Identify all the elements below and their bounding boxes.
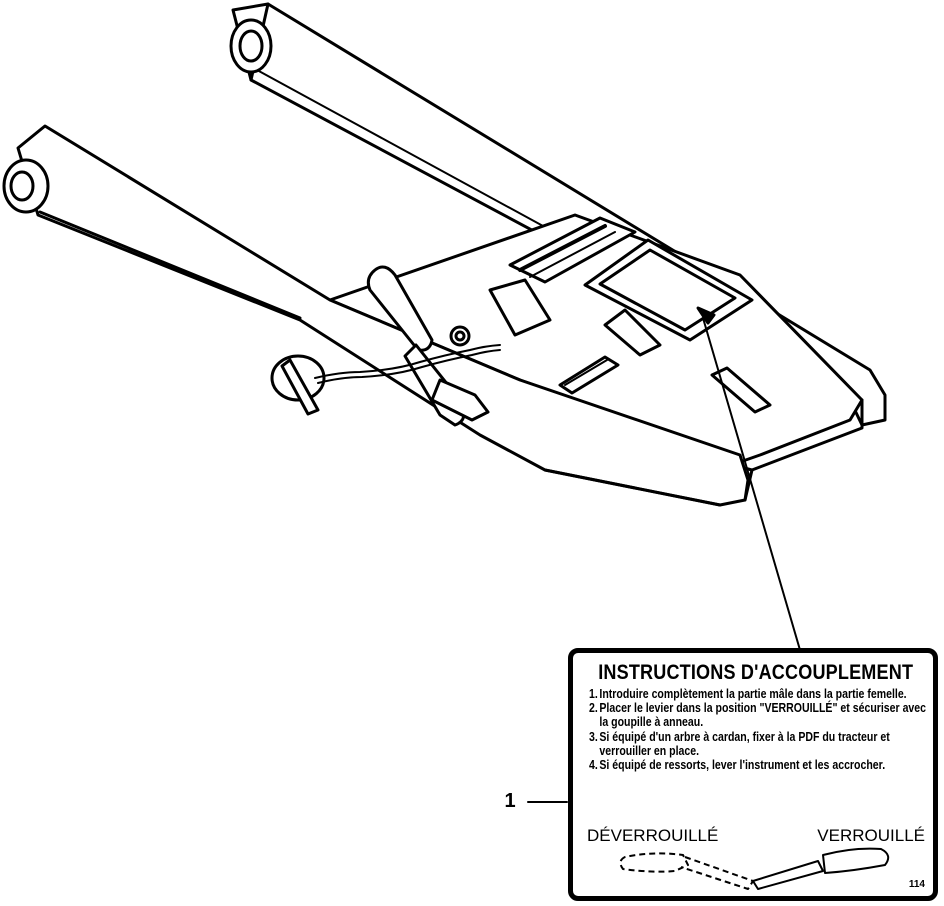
leader-arrow-icon — [696, 306, 716, 325]
instruction-step: 1. Introduire complètement la partie mâl… — [589, 686, 929, 701]
front-arm-pin-icon — [2, 158, 50, 214]
lever-locked-icon — [752, 847, 890, 890]
frame-decal-name — [508, 216, 637, 284]
chain-icon — [314, 344, 501, 384]
step-text: Placer le levier dans la position "VERRO… — [599, 700, 927, 730]
decal-title: INSTRUCTIONS D'ACCOUPLEMENT — [598, 661, 914, 684]
instruction-steps: 1. Introduire complètement la partie mâl… — [589, 686, 929, 773]
locking-lever-icon — [366, 265, 490, 427]
lever-unlocked-icon — [619, 852, 754, 890]
step-text: Si équipé d'un arbre à cardan, fixer à l… — [599, 728, 890, 758]
decal-code: 114 — [908, 879, 925, 890]
lever-positions-graphic — [619, 847, 890, 890]
coupling-instructions-decal: INSTRUCTIONS D'ACCOUPLEMENT 1. Introduir… — [568, 648, 938, 901]
leader-line — [702, 317, 801, 651]
frame-bolt-icon — [449, 325, 471, 347]
instruction-step: 4. Si équipé de ressorts, lever l'instru… — [589, 757, 929, 773]
front-arm — [16, 124, 750, 507]
instruction-step: 3. Si équipé d'un arbre à cardan, fixer … — [589, 728, 929, 758]
ring-pin-icon — [270, 354, 326, 416]
step-number: 3. — [589, 728, 598, 744]
step-text: Si équipé de ressorts, lever l'instrumen… — [599, 757, 886, 773]
frame-hook — [710, 366, 772, 414]
rear-arm-pin-icon — [229, 18, 273, 74]
step-number: 4. — [589, 757, 598, 773]
step-text: Introduire complètement la partie mâle d… — [599, 686, 907, 701]
unlocked-label: DÉVERROUILLÉ — [587, 826, 719, 845]
instruction-step: 2. Placer le levier dans la position "VE… — [589, 700, 929, 730]
locked-label: VERROUILLÉ — [817, 826, 925, 845]
frame-coupler-socket — [488, 278, 662, 357]
frame-slot — [558, 355, 620, 395]
callout-number: 1 — [504, 790, 516, 812]
step-number: 2. — [589, 700, 598, 716]
step-number: 1. — [589, 686, 598, 701]
